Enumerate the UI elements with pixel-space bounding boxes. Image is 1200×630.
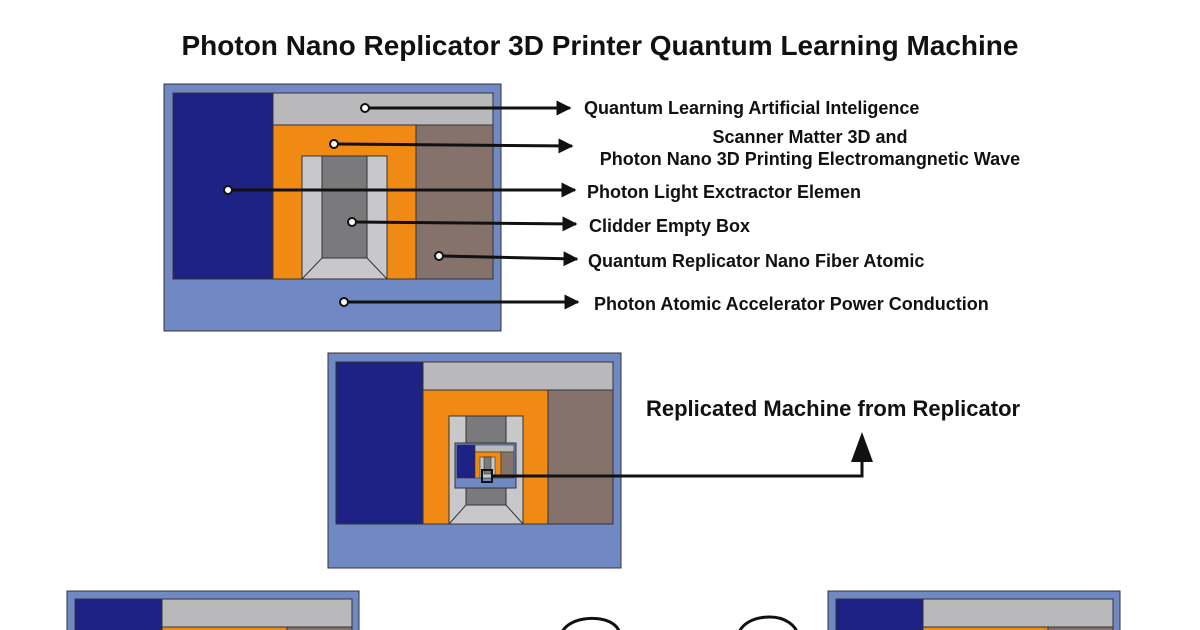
leader-clidder xyxy=(355,216,578,232)
bottom-right-machine xyxy=(827,590,1121,630)
label-scanner-line2: Photon Nano 3D Printing Electromangnetic… xyxy=(599,149,1021,169)
bottom-connector-loops xyxy=(561,615,798,630)
replicated-arrowhead xyxy=(851,432,873,462)
label-replicated: Replicated Machine from Replicator xyxy=(646,396,1021,421)
label-ai: Quantum Learning Artificial Inteligence xyxy=(584,98,920,118)
label-replicator-fiber: Quantum Replicator Nano Fiber Atomic xyxy=(588,251,925,271)
leader-scanner xyxy=(337,138,574,154)
leader-dots xyxy=(223,103,444,307)
label-scanner-line1: Scanner Matter 3D and xyxy=(712,127,908,147)
photon-light-extractor-block xyxy=(172,92,274,280)
label-extractor: Photon Light Exctractor Elemen xyxy=(587,182,862,202)
label-accelerator: Photon Atomic Accelerator Power Conducti… xyxy=(594,294,989,314)
main-machine xyxy=(163,83,502,332)
leader-lines xyxy=(232,100,580,310)
label-clidder: Clidder Empty Box xyxy=(589,216,751,236)
replicated-machine xyxy=(327,352,622,569)
nested-mini-machine xyxy=(454,442,517,489)
bottom-left-machine xyxy=(66,590,360,630)
clidder-empty-box xyxy=(301,155,388,280)
diagram-title: Photon Nano Replicator 3D Printer Quantu… xyxy=(181,30,1019,61)
leader-fiber xyxy=(442,251,579,267)
nano-fiber-block xyxy=(415,124,494,280)
